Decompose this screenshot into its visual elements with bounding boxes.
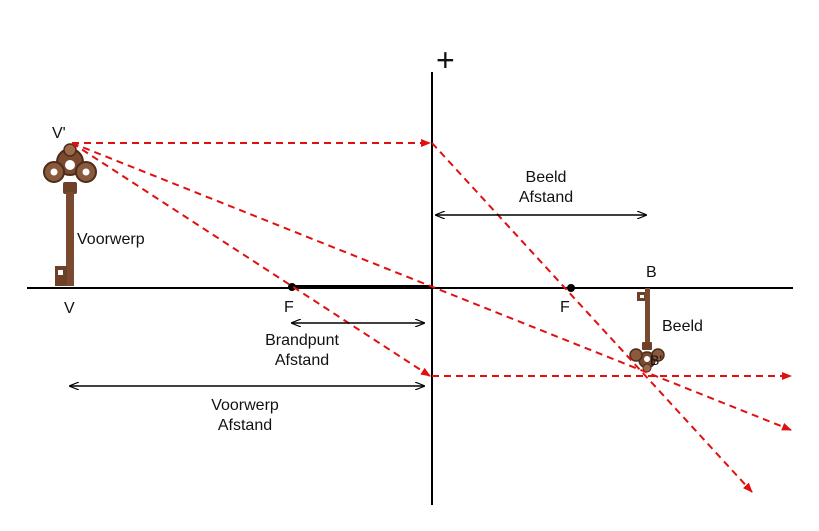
ray-center [71,142,792,431]
image-top-label: B' [650,352,663,368]
object-distance-line2: Afstand [217,417,273,434]
image-distance-line2: Afstand [518,189,574,206]
object-base-label: V [64,300,75,317]
focal-distance-label: Brandpunt Afstand [247,331,357,371]
image-base-label: B [646,264,657,281]
image-distance-label: Beeld Afstand [496,168,596,208]
object-distance-line1: Voorwerp [211,397,279,414]
image-key-icon [629,288,665,373]
image-label: Beeld [662,318,703,335]
object-label: Voorwerp [77,231,145,248]
focal-point-left [288,283,296,291]
ray-parallel-out [431,142,753,493]
lens-sign: + [436,42,455,78]
focal-left-label: F [284,299,294,316]
focal-point-right [567,284,575,292]
image-distance-line1: Beeld [525,169,567,186]
focal-distance-line2: Afstand [274,352,330,369]
focal-right-label: F [560,299,570,316]
object-key-icon [43,143,97,286]
object-top-label: V' [52,125,66,142]
object-distance-label: Voorwerp Afstand [195,396,295,436]
focal-distance-line1: Brandpunt [265,332,339,349]
